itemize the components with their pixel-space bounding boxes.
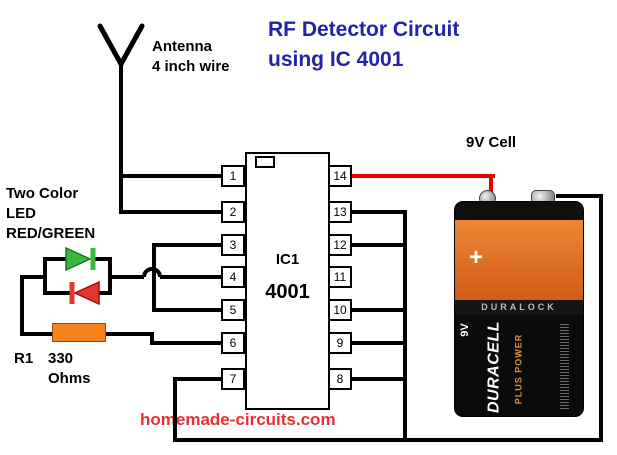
diagram-title-line2: using IC 4001	[268, 48, 404, 71]
battery-voltage: 9V	[459, 323, 471, 337]
ic-pin-6: 6	[221, 332, 245, 354]
wire-battery-neg-riser	[599, 194, 603, 442]
wire-resistor-left	[20, 332, 52, 336]
battery-brand: DURACELL	[485, 321, 503, 413]
ic-body	[245, 152, 330, 410]
ic-pin-7: 7	[221, 368, 245, 390]
ic-pin-9: 9	[328, 332, 352, 354]
battery-label: 9V Cell	[466, 134, 517, 151]
wire-antenna-feed	[119, 60, 123, 214]
antenna-label-line2: 4 inch wire	[152, 58, 230, 75]
site-watermark: homemade-circuits.com	[140, 410, 336, 429]
battery-body: + DURALOCK 9V DURACELL PLUS POWER	[454, 201, 584, 417]
resistor-body	[52, 323, 106, 342]
ic-pin-14: 14	[328, 165, 352, 187]
wire-led-pin4-b	[160, 275, 222, 279]
wire-pin12	[351, 243, 403, 247]
led-red-icon	[69, 280, 100, 306]
ic-pin-5: 5	[221, 299, 245, 321]
ic-ref: IC1	[275, 251, 300, 268]
wire-led-right	[108, 257, 112, 295]
ic-pin-11: 11	[328, 266, 352, 288]
wire-led-green-lead-a	[45, 257, 66, 261]
battery-plus-mark: +	[469, 244, 484, 271]
wire-pin7	[173, 377, 222, 381]
battery-duralock-band: DURALOCK	[455, 300, 583, 315]
ic-pin-12: 12	[328, 234, 352, 256]
resistor-value-label: 330	[48, 350, 74, 367]
antenna-label-line1: Antenna	[152, 38, 212, 55]
wire-led-left	[43, 257, 47, 295]
ic-pin-13: 13	[328, 201, 352, 223]
ic-pin-8: 8	[328, 368, 352, 390]
wire-led-red-lead-b	[99, 291, 112, 295]
ic-pin-3: 3	[221, 234, 245, 256]
wire-pin7-drop	[173, 377, 177, 442]
wire-led-red-lead-a	[45, 291, 70, 295]
wire-pin9	[351, 341, 403, 345]
battery-series: PLUS POWER	[513, 333, 524, 405]
resistor-ref-label: R1	[14, 350, 34, 367]
wire-resistor-riser	[150, 332, 154, 345]
wire-resistor-right	[106, 332, 154, 336]
wire-positive-drop	[489, 174, 493, 198]
ic-pin-2: 2	[221, 201, 245, 223]
diagram-title-line1: RF Detector Circuit	[268, 18, 460, 41]
wire-battery-neg	[556, 194, 603, 198]
ic-pin-4: 4	[221, 266, 245, 288]
ic-pin-1: 1	[221, 165, 245, 187]
wire-pin1	[119, 174, 222, 178]
wire-led-pin4-a	[112, 275, 144, 279]
wire-pin6	[150, 341, 222, 345]
wire-pin10	[351, 308, 403, 312]
antenna-icon	[97, 23, 145, 67]
battery-fineprint	[560, 324, 569, 410]
wire-pin5	[152, 308, 222, 312]
ic-part-number: 4001	[265, 281, 310, 303]
wire-pin2	[119, 210, 222, 214]
battery-cap	[455, 202, 583, 220]
led-green-icon	[65, 246, 96, 272]
wire-pin3	[152, 243, 222, 247]
wire-pin13	[351, 210, 403, 214]
ic-pin-10: 10	[328, 299, 352, 321]
battery: + DURALOCK 9V DURACELL PLUS POWER	[453, 190, 585, 417]
led-label-line3: RED/GREEN	[6, 225, 96, 242]
wire-left-bus	[152, 243, 156, 312]
led-label-line2: LED	[6, 205, 36, 222]
battery-orange-section: +	[455, 220, 583, 300]
wire-positive	[351, 174, 495, 178]
wire-pin8	[351, 377, 403, 381]
battery-black-section: 9V DURACELL PLUS POWER	[455, 315, 583, 416]
wire-left-drop	[20, 275, 24, 336]
wire-led-to-left	[20, 275, 45, 279]
led-label-line1: Two Color	[6, 185, 79, 202]
wire-ground-rail	[173, 438, 603, 442]
wire-right-bus	[403, 210, 407, 442]
resistor-unit-label: Ohms	[48, 370, 91, 387]
ic-notch	[255, 156, 275, 168]
wire-led-green-lead-b	[95, 257, 112, 261]
